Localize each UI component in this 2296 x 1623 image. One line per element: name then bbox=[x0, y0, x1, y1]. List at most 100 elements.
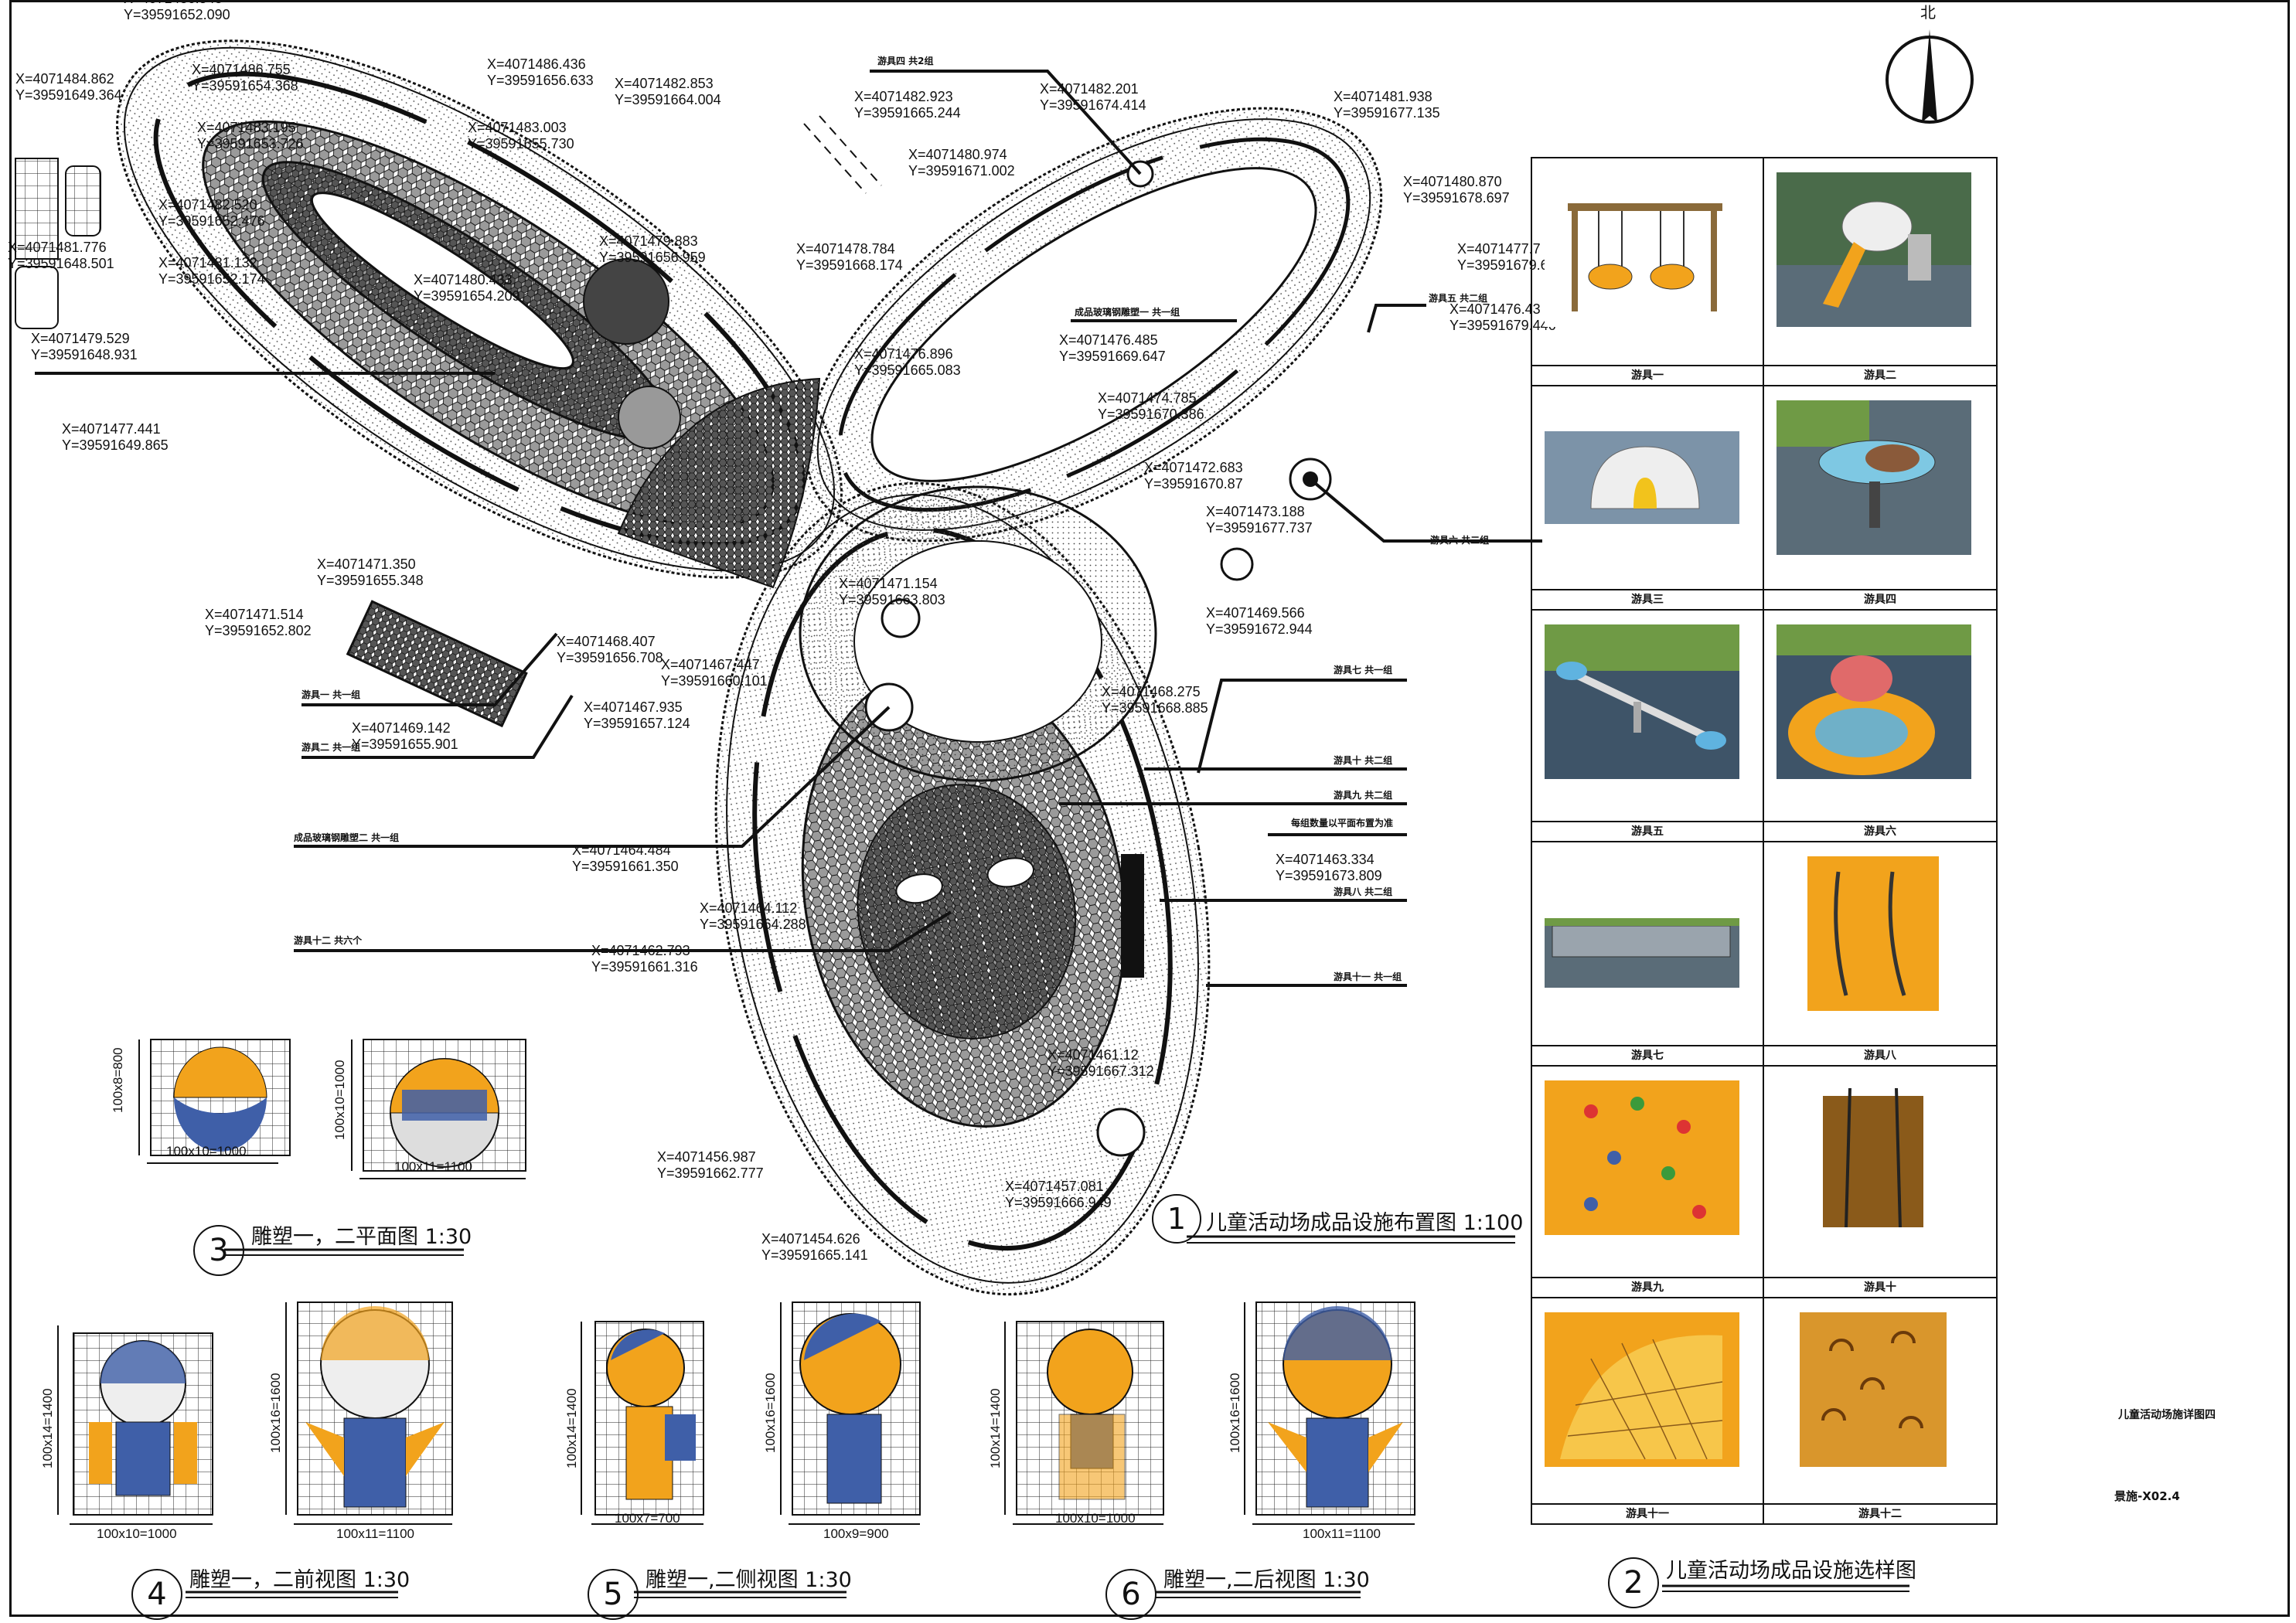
callout-label: 游具九 共二组 bbox=[1334, 790, 1393, 801]
sheet-name: 儿童活动场施详图四 bbox=[2118, 1409, 2216, 1421]
view-title: 雕塑一,二侧视图 1:30 bbox=[646, 1568, 852, 1592]
dimension-width: 100x11=1100 bbox=[336, 1526, 414, 1541]
sculpture-plan-grids bbox=[150, 1039, 526, 1172]
equipment-label: 游具九 bbox=[1532, 1277, 1763, 1297]
ellipse-track-2 bbox=[805, 107, 1383, 543]
dimension-height: 100x14=1400 bbox=[988, 1388, 1003, 1468]
sculpture-elevation-grids bbox=[73, 1301, 1415, 1516]
callout-label: 游具二 共一组 bbox=[301, 742, 361, 753]
rope-climb-icon bbox=[1777, 1080, 1971, 1235]
callout-label: 每组数量以平面布置为准 bbox=[1291, 818, 1394, 829]
dimension-width: 100x11=1100 bbox=[1303, 1526, 1381, 1541]
cylinder-wall-icon bbox=[1777, 1312, 1971, 1467]
rope-wall-icon bbox=[1777, 856, 1971, 1011]
equipment-cell: 游具九 bbox=[1532, 1067, 1764, 1298]
callout-label: 游具六 共二组 bbox=[1430, 535, 1490, 546]
net-dome-icon bbox=[1545, 1312, 1739, 1467]
view-title: 雕塑一，二前视图 1:30 bbox=[189, 1568, 410, 1592]
swing-icon bbox=[1545, 172, 1739, 327]
equipment-cell: 游具八 bbox=[1764, 842, 1996, 1067]
dimension-height: 100x16=1600 bbox=[1228, 1373, 1242, 1453]
view-number: 5 bbox=[588, 1569, 639, 1620]
equipment-cell: 游具三 bbox=[1532, 386, 1764, 611]
dome-icon bbox=[1545, 400, 1739, 555]
equipment-cell: 游具二 bbox=[1764, 158, 1996, 386]
central-circle bbox=[799, 485, 1157, 782]
view-number: 4 bbox=[131, 1569, 182, 1620]
dimension-width: 100x10=1000 bbox=[97, 1526, 177, 1541]
sheet-code: 景施-X02.4 bbox=[2114, 1489, 2180, 1503]
callout-label: 成品玻璃钢雕塑一 共一组 bbox=[1075, 307, 1180, 318]
climbing-wall-icon bbox=[1545, 1080, 1739, 1235]
north-label: 北 bbox=[1920, 3, 1936, 22]
equipment-cell: 游具七 bbox=[1532, 842, 1764, 1067]
view-number: 1 bbox=[1152, 1194, 1201, 1244]
callout-label: 游具八 共二组 bbox=[1334, 886, 1393, 897]
panel-wall-icon bbox=[1545, 856, 1739, 1011]
equipment-label: 游具六 bbox=[1764, 821, 1996, 841]
dimension-width: 100x11=1100 bbox=[394, 1159, 472, 1174]
view-number: 3 bbox=[193, 1225, 244, 1276]
equipment-cell: 游具十 bbox=[1764, 1067, 1996, 1298]
sheet-border bbox=[9, 0, 2290, 1617]
equipment-label: 游具十 bbox=[1764, 1277, 1996, 1297]
callout-label: 游具一 共一组 bbox=[301, 689, 361, 700]
view-number: 2 bbox=[1608, 1557, 1659, 1608]
callout-label: 成品玻璃钢雕塑二 共一组 bbox=[294, 832, 400, 843]
callout-label: 游具十 共二组 bbox=[1334, 755, 1393, 766]
dimension-width: 100x10=1000 bbox=[1055, 1511, 1136, 1526]
view-title: 雕塑一,二后视图 1:30 bbox=[1163, 1568, 1370, 1592]
dimension-height: 100x14=1400 bbox=[40, 1388, 55, 1468]
spring-rocket-icon bbox=[1777, 400, 1971, 555]
dimension-width: 100x7=700 bbox=[615, 1511, 680, 1526]
callout-label: 游具五 共二组 bbox=[1429, 293, 1488, 304]
equipment-label: 游具三 bbox=[1532, 589, 1763, 609]
equipment-cell: 游具十一 bbox=[1532, 1298, 1764, 1523]
equipment-cell: 游具一 bbox=[1532, 158, 1764, 386]
dimension-width: 100x9=900 bbox=[823, 1526, 889, 1541]
equipment-label: 游具四 bbox=[1764, 589, 1996, 609]
equipment-label: 游具十二 bbox=[1764, 1503, 1996, 1523]
equipment-label: 游具五 bbox=[1532, 821, 1763, 841]
equipment-cell: 游具五 bbox=[1532, 611, 1764, 842]
dimension-height: 100x16=1600 bbox=[268, 1373, 283, 1453]
view-number: 6 bbox=[1105, 1569, 1157, 1620]
equipment-cell: 游具六 bbox=[1764, 611, 1996, 842]
dimension-height: 100x8=800 bbox=[111, 1047, 125, 1113]
equipment-cell: 游具十二 bbox=[1764, 1298, 1996, 1523]
callout-label: 游具十二 共六个 bbox=[294, 935, 363, 946]
